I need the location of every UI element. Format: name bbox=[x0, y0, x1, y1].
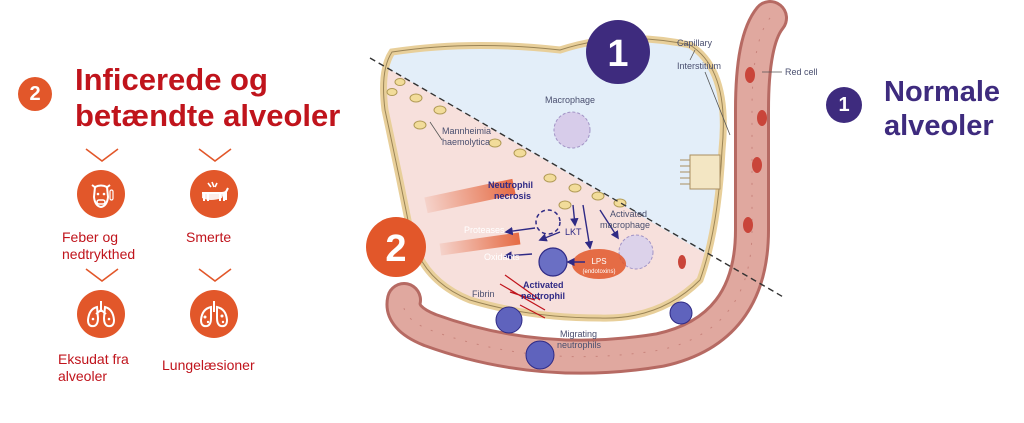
chevron-down-icon bbox=[85, 268, 119, 282]
pathway-arrows bbox=[503, 204, 619, 267]
label-red-cell: Red cell bbox=[785, 67, 818, 77]
label-lps-sub: (endotoxins) bbox=[582, 269, 615, 275]
label-neutrophil-necrosis-2: necrosis bbox=[494, 191, 531, 201]
normal-title-line1: Normale bbox=[884, 76, 1001, 108]
label-migrating-2: neutrophils bbox=[557, 340, 602, 350]
infected-badge-number: 2 bbox=[29, 82, 41, 105]
symptom-label-lesions: Lungelæsioner bbox=[162, 357, 255, 374]
migrating-neutrophil-cell bbox=[495, 301, 693, 370]
symptom-label-line1: Eksudat fra bbox=[58, 351, 129, 367]
symptom-label-line2: nedtrykthed bbox=[62, 246, 136, 262]
symptom-label-line1: Feber og bbox=[62, 229, 119, 245]
cow-head-thermometer-icon bbox=[77, 170, 125, 218]
infected-badge: 2 bbox=[18, 77, 52, 111]
activated-neutrophil-cell bbox=[538, 247, 568, 277]
lungs-exudate-icon bbox=[77, 290, 125, 338]
diagram-badge-normal: 1 bbox=[586, 20, 650, 84]
label-lkt: LKT bbox=[565, 227, 582, 237]
label-fibrin: Fibrin bbox=[472, 289, 495, 299]
symptom-label-line1: Smerte bbox=[186, 229, 232, 245]
cow-pain-icon bbox=[190, 170, 238, 218]
capillary-vessel bbox=[385, 0, 788, 375]
label-oxidants: Oxidants bbox=[484, 252, 520, 262]
symptom-label-line1: Lungelæsioner bbox=[162, 357, 255, 373]
infected-title: Inficerede og betændte alveoler bbox=[75, 62, 340, 134]
chevron-down-icon bbox=[198, 148, 232, 162]
infected-title-line2: betændte alveoler bbox=[75, 98, 341, 133]
epithelial-cell bbox=[680, 154, 721, 190]
red-cells bbox=[678, 67, 767, 269]
label-neutrophil-necrosis-1: Neutrophil bbox=[488, 180, 533, 190]
lps-blob bbox=[572, 249, 626, 279]
label-macrophage: Macrophage bbox=[545, 95, 595, 105]
label-mannheimia-2: haemolytica bbox=[442, 137, 490, 147]
diagram-badge-infected-number: 2 bbox=[385, 228, 406, 270]
normal-badge-number: 1 bbox=[838, 93, 850, 116]
macrophage bbox=[553, 111, 591, 149]
label-activated-macrophage-2: macrophage bbox=[600, 220, 650, 230]
leader-lines bbox=[429, 49, 782, 141]
normal-title-line2: alveoler bbox=[884, 110, 994, 142]
bacteria bbox=[386, 78, 627, 210]
neutrophil-necrosis-cell bbox=[535, 209, 561, 235]
label-migrating-1: Migrating bbox=[560, 329, 597, 339]
normal-title: Normale alveoler bbox=[884, 75, 1000, 143]
label-lps: LPS bbox=[591, 257, 606, 266]
label-proteases: Proteases bbox=[464, 225, 505, 235]
diagram-badge-infected: 2 bbox=[366, 217, 426, 277]
infected-title-line1: Inficerede og bbox=[75, 62, 268, 97]
label-activated-neutrophil-1: Activated bbox=[523, 280, 564, 290]
symptom-label-pain: Smerte bbox=[186, 229, 231, 246]
label-mannheimia-1: Mannheimia bbox=[442, 126, 491, 136]
diagram-badge-normal-number: 1 bbox=[607, 33, 628, 75]
label-activated-neutrophil-2: neutrophil bbox=[521, 291, 565, 301]
label-interstitium: Interstitium bbox=[677, 61, 721, 71]
label-activated-macrophage-1: Activated bbox=[610, 209, 647, 219]
chevron-down-icon bbox=[198, 268, 232, 282]
symptom-label-fever: Feber og nedtrykthed bbox=[62, 229, 135, 263]
fibrin-strands bbox=[499, 274, 546, 319]
symptom-label-line2: alveoler bbox=[58, 368, 108, 384]
chevron-down-icon bbox=[85, 148, 119, 162]
activated-macrophage bbox=[618, 234, 654, 270]
normal-badge: 1 bbox=[826, 87, 862, 123]
lungs-lesions-icon bbox=[190, 290, 238, 338]
label-capillary: Capillary bbox=[677, 38, 713, 48]
symptom-label-exudate: Eksudat fra alveoler bbox=[58, 351, 129, 385]
